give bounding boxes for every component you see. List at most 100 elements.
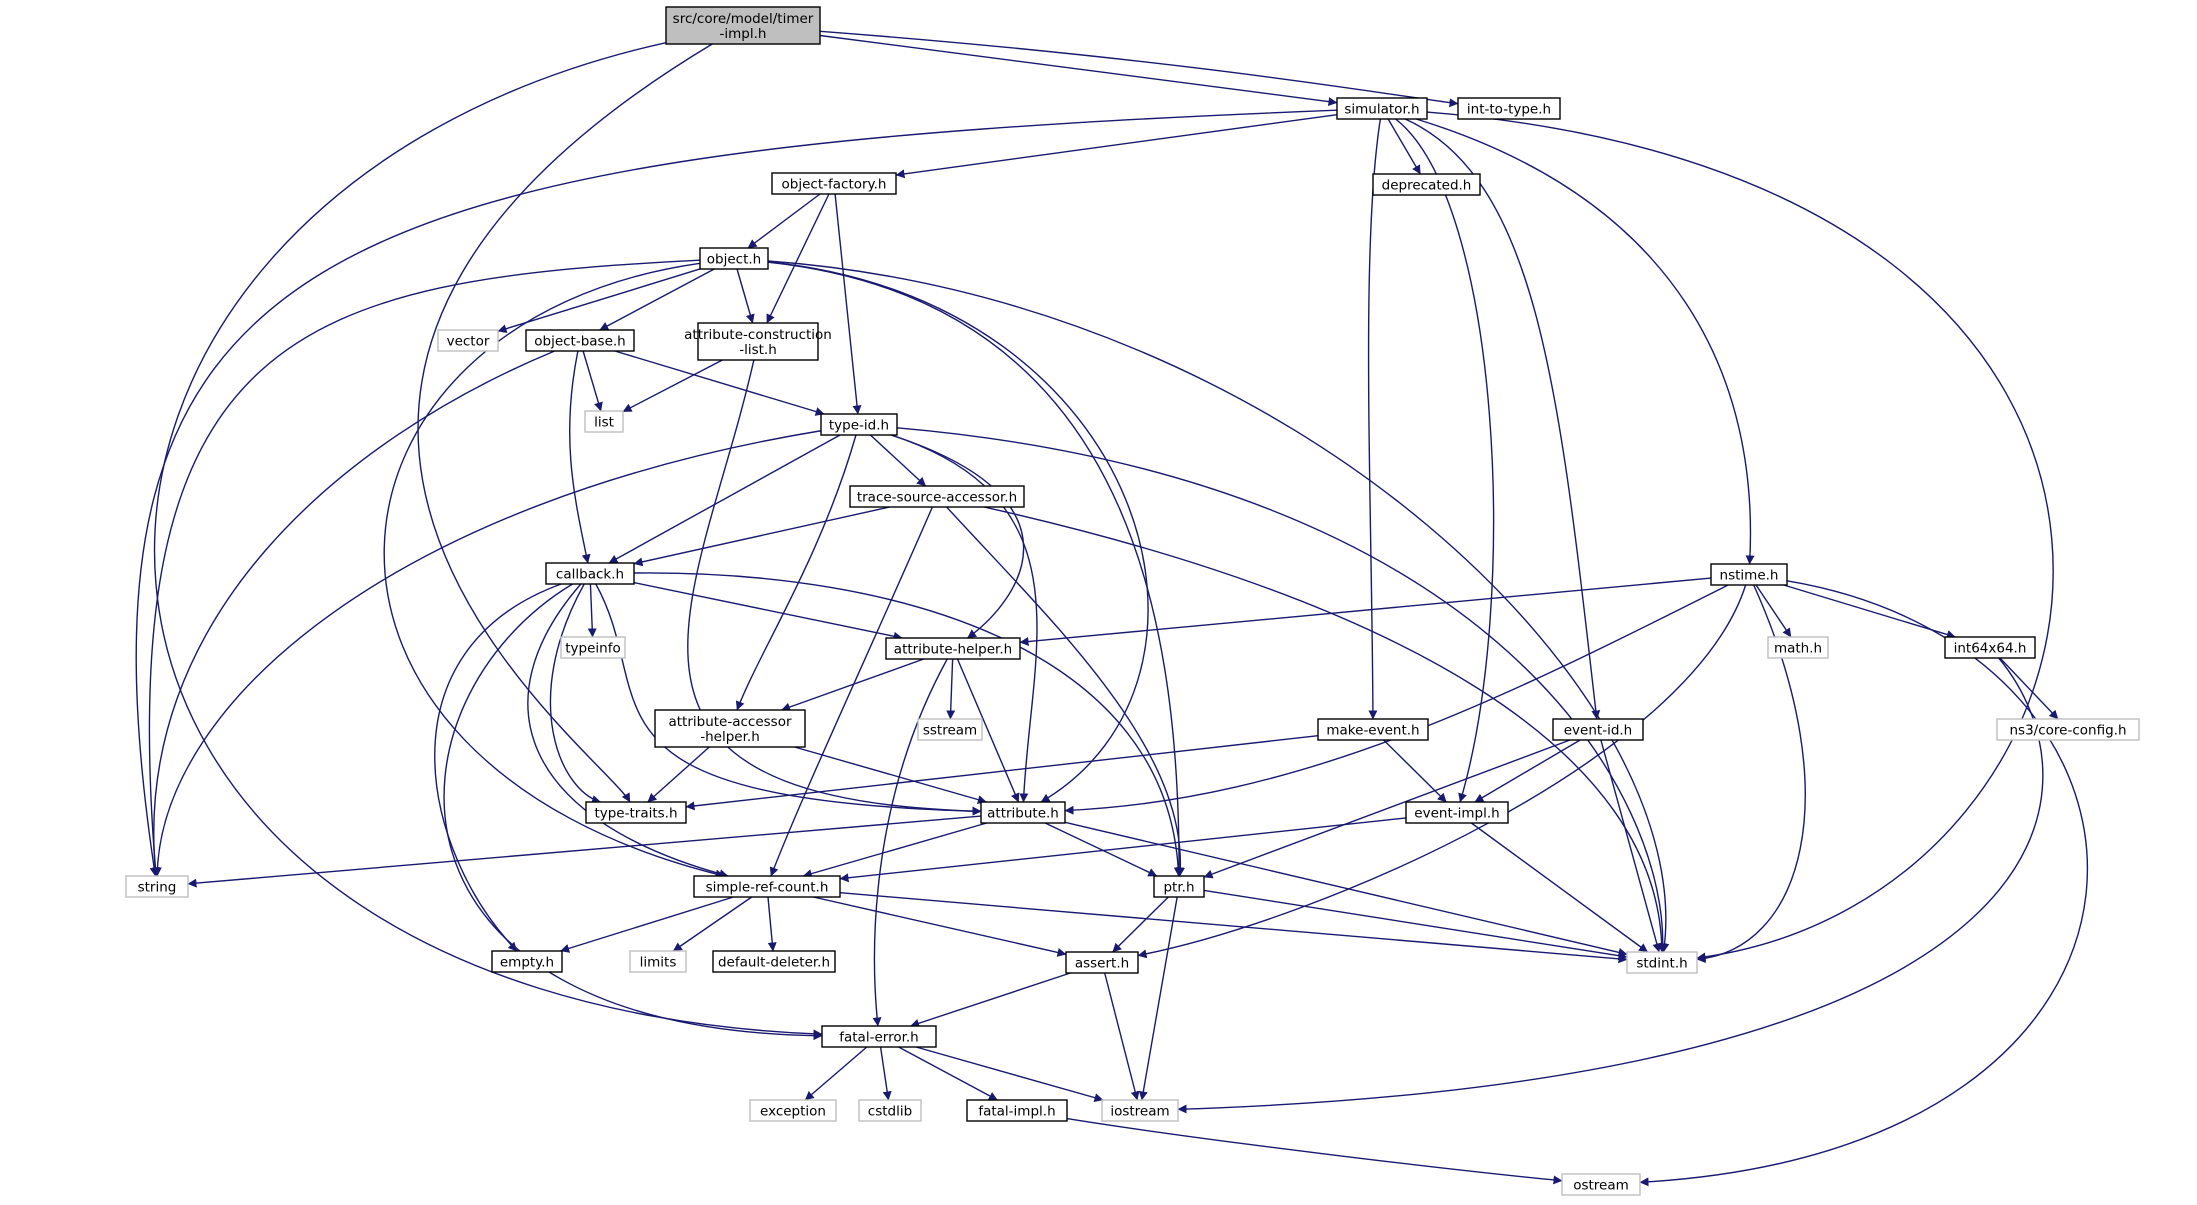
edge-type-id-to-callback (608, 434, 841, 564)
node-label: int-to-type.h (1467, 102, 1551, 118)
node-box (980, 801, 1066, 824)
edge-nstime-to-math (1755, 584, 1792, 638)
node-object-factory[interactable]: object-factory.h (771, 172, 897, 195)
edge-object-to-attribute (767, 261, 1149, 803)
node-trace-source-accessor[interactable]: trace-source-accessor.h (849, 485, 1025, 508)
edge-event-id-to-ptr (1203, 739, 1571, 879)
edge-simulator-to-string (135, 109, 1338, 877)
node-event-impl[interactable]: event-impl.h (1405, 801, 1509, 824)
node-label: iostream (1110, 1104, 1169, 1120)
node-attribute-helper[interactable]: attribute-helper.h (885, 637, 1021, 660)
edge-object-base-to-callback (568, 350, 591, 564)
node-label: stdint.h (1636, 956, 1687, 972)
node-box (699, 247, 769, 270)
edge-type-id-to-attribute (890, 434, 1038, 803)
node-label: cstdlib (868, 1104, 912, 1120)
node-default-deleter[interactable]: default-deleter.h (712, 950, 836, 973)
edge-attribute-to-simple-ref-count (802, 822, 987, 878)
node-box (1101, 1099, 1179, 1122)
node-box (1065, 951, 1139, 974)
node-box (584, 410, 624, 433)
edge-timer-impl-to-type-traits (417, 43, 713, 803)
node-timer-impl[interactable]: src/core/model/timer-impl.h (665, 6, 821, 45)
node-simulator[interactable]: simulator.h (1336, 97, 1428, 120)
node-label: -list.h (739, 342, 777, 358)
node-type-traits[interactable]: type-traits.h (585, 801, 687, 824)
node-label: typeinfo (565, 641, 620, 657)
node-box (1561, 1173, 1641, 1196)
edge-simple-ref-count-to-empty (560, 896, 734, 953)
edge-simple-ref-count-to-assert (813, 896, 1067, 957)
edge-object-factory-to-object (747, 193, 821, 249)
node-object-base[interactable]: object-base.h (525, 329, 635, 352)
edge-nstime-to-assert (1137, 584, 1747, 959)
edge-simulator-to-deprecated (1387, 118, 1421, 175)
edge-event-id-to-stdint (1600, 739, 1662, 953)
node-box (712, 950, 836, 973)
node-label: simple-ref-count.h (706, 880, 829, 896)
node-box (1457, 97, 1561, 120)
edge-nstime-to-attribute (1064, 584, 1729, 815)
node-box (697, 322, 819, 361)
node-int-to-type[interactable]: int-to-type.h (1457, 97, 1561, 120)
node-box (525, 329, 635, 352)
node-type-id[interactable]: type-id.h (820, 413, 898, 436)
node-ns3-core-config: ns3/core-config.h (1996, 718, 2140, 741)
edge-attribute-helper-to-fatal-error (872, 658, 948, 1027)
node-make-event[interactable]: make-event.h (1317, 718, 1429, 741)
edge-object-base-to-type-id (614, 350, 825, 416)
node-deprecated[interactable]: deprecated.h (1372, 173, 1481, 196)
node-fatal-impl[interactable]: fatal-impl.h (966, 1099, 1068, 1122)
node-box (966, 1099, 1068, 1122)
node-sstream: sstream (917, 718, 983, 741)
node-callback[interactable]: callback.h (545, 562, 635, 585)
node-label: limits (640, 955, 677, 971)
edge-object-to-vector (497, 268, 701, 334)
edge-type-id-to-trace-source-accessor (869, 434, 927, 487)
node-box (585, 801, 687, 824)
node-event-id[interactable]: event-id.h (1552, 718, 1644, 741)
node-assert[interactable]: assert.h (1065, 951, 1139, 974)
node-box (125, 875, 189, 898)
node-string: string (125, 875, 189, 898)
edge-fatal-impl-to-ostream (1066, 1117, 1563, 1185)
node-object[interactable]: object.h (699, 247, 769, 270)
node-label: exception (760, 1104, 826, 1120)
edge-attr-construction-list-to-list (622, 359, 723, 413)
node-attr-accessor-helper[interactable]: attribute-accessor-helper.h (654, 709, 806, 748)
node-label: sstream (923, 723, 977, 739)
node-label: trace-source-accessor.h (857, 490, 1017, 506)
node-label: object-base.h (534, 334, 626, 350)
node-empty[interactable]: empty.h (491, 950, 563, 973)
node-box (849, 485, 1025, 508)
edge-type-id-to-attribute-helper (890, 434, 1025, 639)
node-label: object-factory.h (782, 177, 887, 193)
node-nstime[interactable]: nstime.h (1710, 563, 1788, 586)
node-attr-construction-list[interactable]: attribute-construction-list.h (684, 322, 832, 361)
node-label: ptr.h (1163, 880, 1194, 896)
edge-callback-to-fatal-error (443, 583, 823, 1041)
node-label: callback.h (556, 567, 624, 583)
edge-object-to-string (148, 259, 701, 877)
edge-int64x64-to-ns3-core-config (1999, 657, 2059, 720)
node-label: nstime.h (1720, 568, 1779, 584)
edge-trace-source-accessor-to-simple-ref-count (769, 506, 934, 877)
dependency-edges (135, 30, 2089, 1187)
edge-simulator-to-stdint (1426, 111, 2054, 962)
node-ptr[interactable]: ptr.h (1153, 875, 1205, 898)
edge-object-base-to-string (150, 350, 555, 877)
node-ostream: ostream (1561, 1173, 1641, 1196)
edge-object-to-simple-ref-count (383, 262, 725, 879)
node-cstdlib: cstdlib (858, 1099, 922, 1122)
node-fatal-error[interactable]: fatal-error.h (821, 1025, 937, 1048)
edge-make-event-to-event-impl (1383, 739, 1447, 803)
node-simple-ref-count[interactable]: simple-ref-count.h (693, 875, 841, 898)
edge-ptr-to-iostream (1138, 896, 1178, 1101)
edge-callback-to-simple-ref-count (527, 583, 729, 879)
edge-simple-ref-count-to-default-deleter (767, 896, 777, 952)
node-attribute[interactable]: attribute.h (980, 801, 1066, 824)
edge-simulator-to-object-factory (895, 113, 1338, 179)
node-int64x64[interactable]: int64x64.h (1944, 636, 2036, 659)
node-label: event-impl.h (1414, 806, 1499, 822)
